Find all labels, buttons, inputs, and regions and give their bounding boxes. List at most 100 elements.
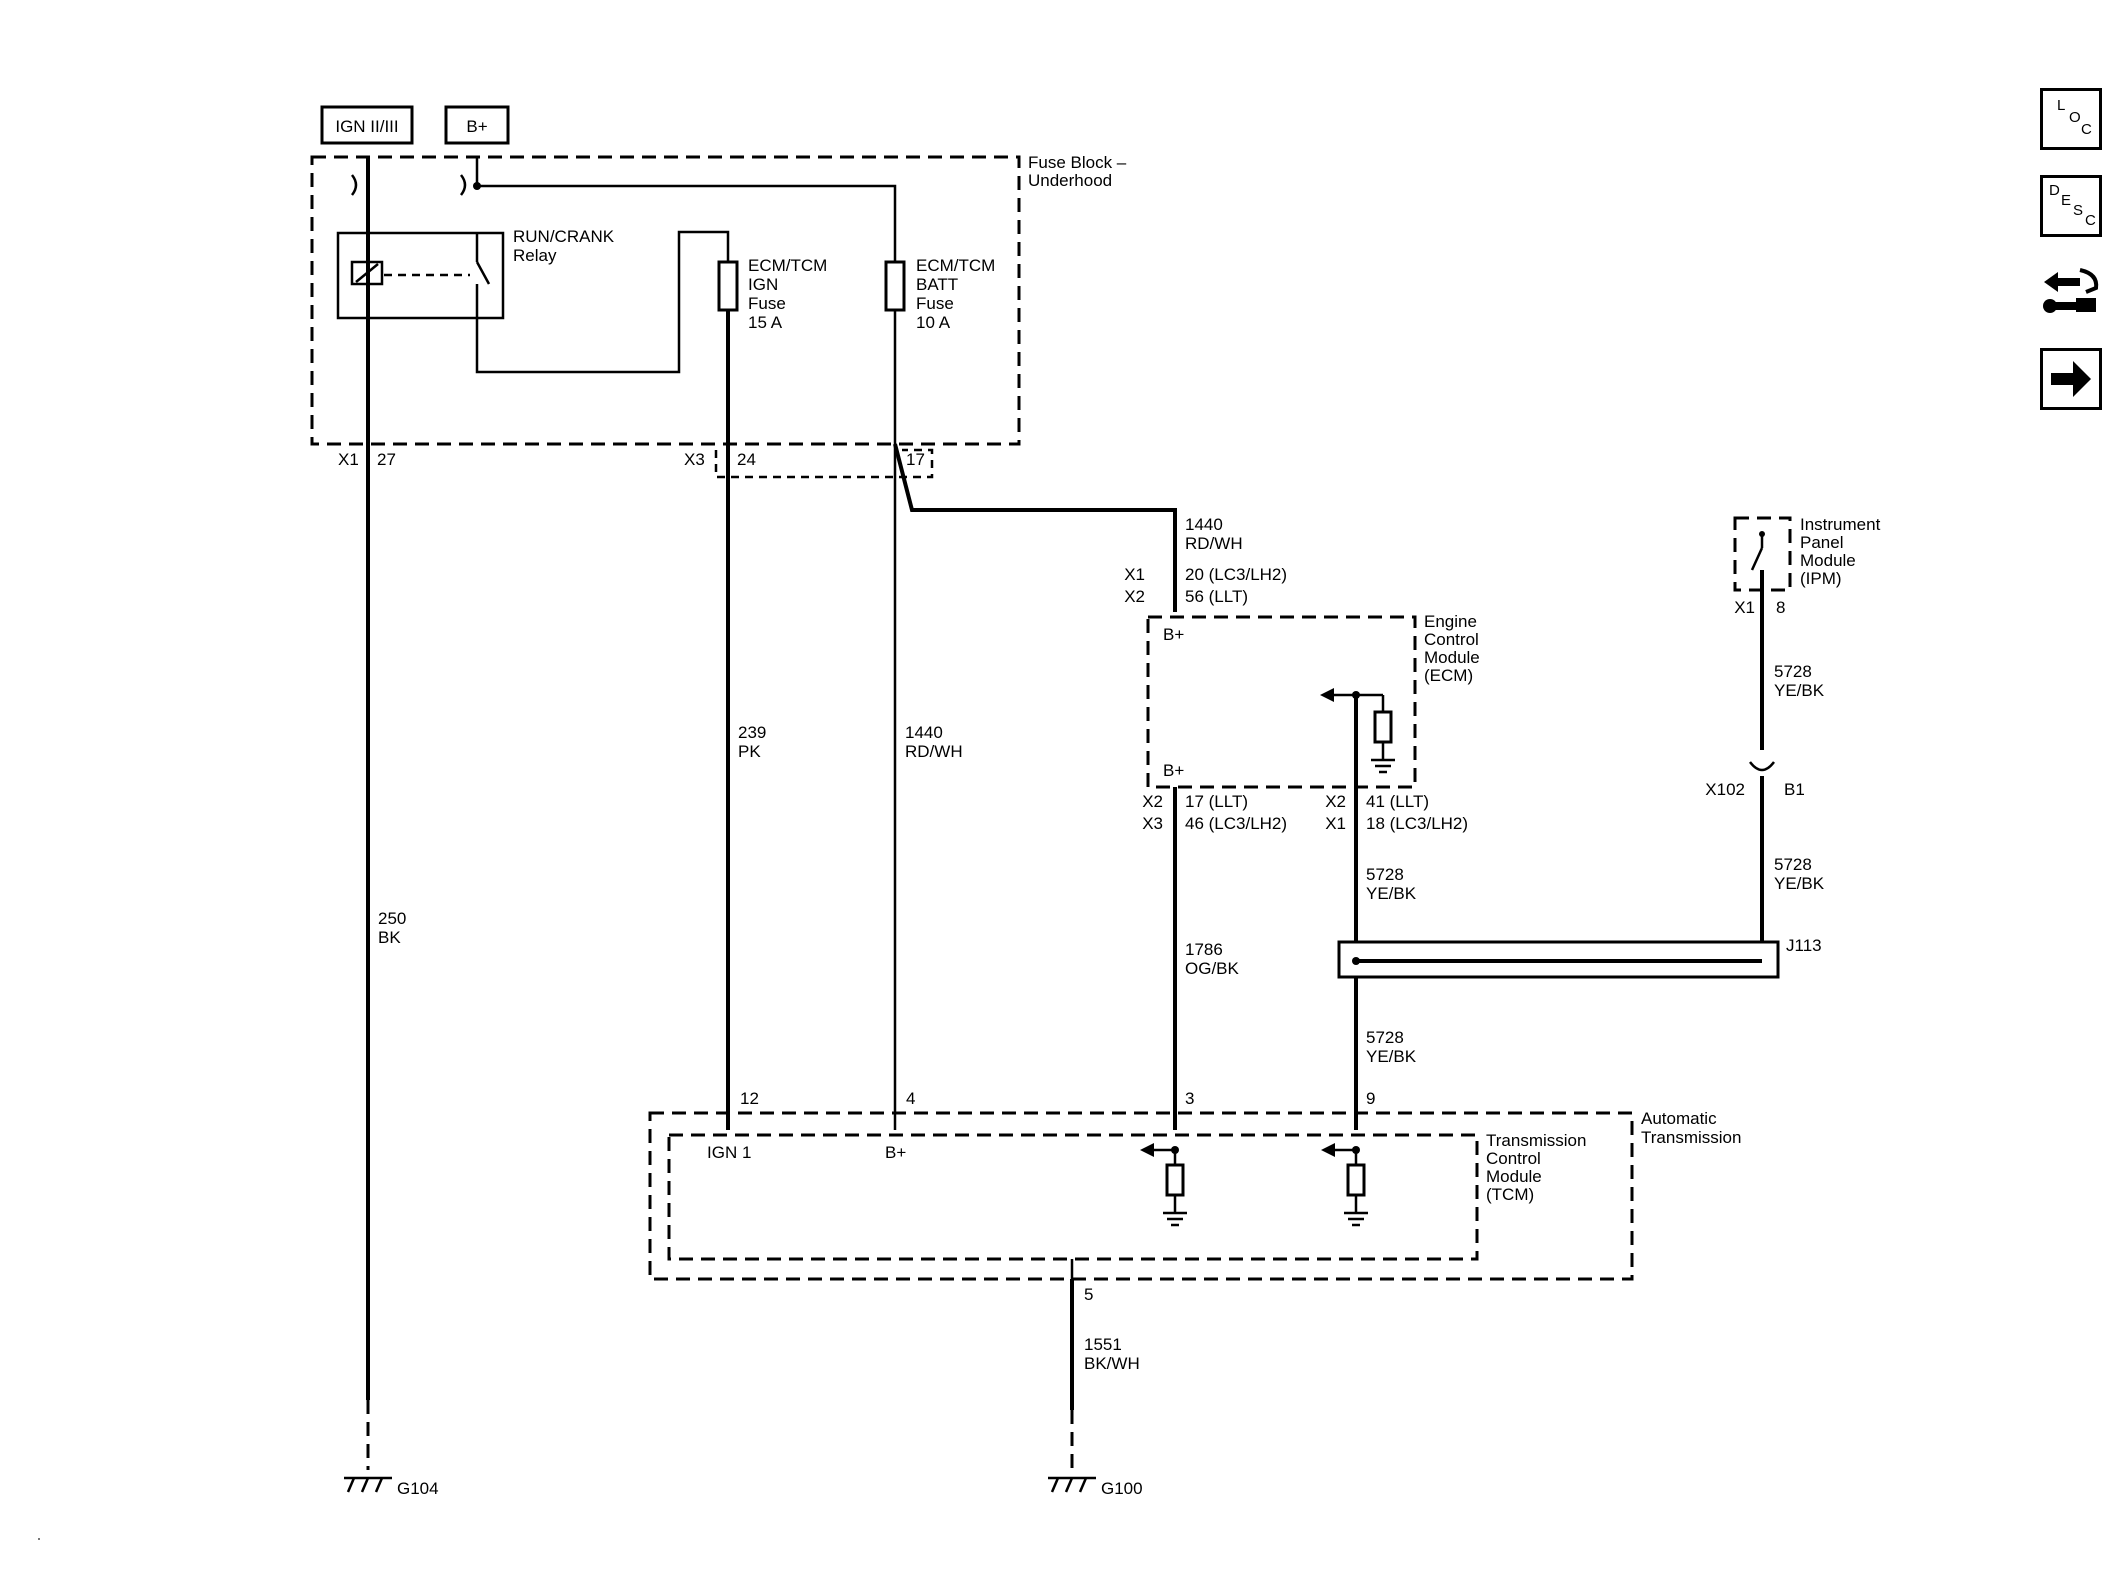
ecm-botr-c1: X2 (1325, 792, 1346, 811)
w1440b-color: RD/WH (905, 742, 963, 761)
pin-x3: X3 (684, 450, 705, 469)
wire-relay-output (475, 230, 730, 374)
tcm-outline (667, 1133, 1479, 1261)
tcm-title-2: Control (1486, 1149, 1541, 1168)
arrow-right-icon[interactable] (2040, 348, 2102, 410)
pin-27: 27 (377, 450, 396, 469)
tcm-pin-3: 3 (1185, 1089, 1194, 1108)
ecm-botr-c2: X1 (1325, 814, 1346, 833)
run-crank-relay (336, 231, 505, 320)
w239-color: PK (738, 742, 761, 761)
pin-24: 24 (737, 450, 756, 469)
ecm-title-4: (ECM) (1424, 666, 1473, 685)
connector-wrench-icon[interactable] (2040, 258, 2102, 320)
loc-icon[interactable]: L O C (2040, 88, 2102, 150)
ipm-conn: X1 (1734, 598, 1755, 617)
w1786-num: 1786 (1185, 940, 1223, 959)
ipm-title-1: Instrument (1800, 515, 1881, 534)
ecm-title-2: Control (1424, 630, 1479, 649)
loc-letter-o: O (2069, 109, 2081, 126)
j113-label: J113 (1786, 936, 1822, 955)
fuse-batt-l3: Fuse (916, 294, 954, 313)
w5728a-num: 5728 (1774, 662, 1812, 681)
ecm-bplus-top: B+ (1163, 625, 1184, 644)
tcm-pin-5: 5 (1084, 1285, 1093, 1304)
w5728d-color: YE/BK (1366, 1047, 1417, 1066)
ecm-botr-p2: 18 (LC3/LH2) (1366, 814, 1468, 833)
relay-switch (475, 261, 491, 285)
ipm-pin: 8 (1776, 598, 1785, 617)
ecm-bplus-bottom: B+ (1163, 761, 1184, 780)
ecm-top-c1: X1 (1124, 565, 1145, 584)
ipm-title-3: Module (1800, 551, 1856, 570)
ipm-title-4: (IPM) (1800, 569, 1842, 588)
desc-letter-c: C (2085, 212, 2096, 229)
tcm-bplus-label: B+ (885, 1143, 906, 1162)
g104-label: G104 (397, 1479, 439, 1498)
fuse-block-title-1: Fuse Block – (1028, 153, 1127, 172)
ecm-botl-p1: 17 (LLT) (1185, 792, 1248, 811)
x3-connector-outline (714, 448, 934, 479)
w1786-color: OG/BK (1185, 959, 1240, 978)
x102-pin: B1 (1784, 780, 1805, 799)
loc-letter-l: L (2057, 97, 2066, 114)
tcm-pin-12: 12 (740, 1089, 759, 1108)
desc-letter-d: D (2049, 182, 2060, 199)
fuse-batt-l2: BATT (916, 275, 958, 294)
tcm-pin-4: 4 (906, 1089, 915, 1108)
ground-g104-symbol (344, 1476, 392, 1493)
desc-icon[interactable]: D E S C (2040, 175, 2102, 237)
tcm-input-pin3 (1140, 1143, 1187, 1227)
ecm-botl-c2: X3 (1142, 814, 1163, 833)
stray-dot (38, 1538, 40, 1540)
desc-letter-s: S (2073, 202, 2084, 219)
w5728a-color: YE/BK (1774, 681, 1825, 700)
w5728d-num: 5728 (1366, 1028, 1404, 1047)
x102-connector (1749, 761, 1775, 772)
w1440a-num: 1440 (1185, 515, 1223, 534)
w1440a-color: RD/WH (1185, 534, 1243, 553)
ecm-top-p2: 56 (LLT) (1185, 587, 1248, 606)
fuse-ign-l2: IGN (748, 275, 778, 294)
bplus-tag (444, 105, 510, 145)
ecm-botr-p1: 41 (LLT) (1366, 792, 1429, 811)
ecm-top-p1: 20 (LC3/LH2) (1185, 565, 1287, 584)
w5728b-color: YE/BK (1366, 884, 1417, 903)
fuse-ign-l4: 15 A (748, 313, 783, 332)
ipm-title-2: Panel (1800, 533, 1843, 552)
tcm-input-pin9 (1321, 1143, 1368, 1227)
ecm-title-1: Engine (1424, 612, 1477, 631)
auto-trans-1: Automatic (1641, 1109, 1717, 1128)
x102-name: X102 (1705, 780, 1745, 799)
w239-num: 239 (738, 723, 766, 742)
relay-label-1: RUN/CRANK (513, 227, 615, 246)
fuse-batt-l1: ECM/TCM (916, 256, 995, 275)
desc-letter-e: E (2061, 192, 2072, 209)
tcm-title-4: (TCM) (1486, 1185, 1534, 1204)
pin-x1: X1 (338, 450, 359, 469)
w5728c-num: 5728 (1774, 855, 1812, 874)
w1440b-num: 1440 (905, 723, 943, 742)
ign-tag-label: IGN II/III (335, 117, 398, 136)
bplus-tag-label: B+ (466, 117, 487, 136)
ground-g100-symbol (1048, 1476, 1096, 1493)
wire-1440-rd-wh-ecm (893, 443, 1177, 612)
w5728c-color: YE/BK (1774, 874, 1825, 893)
ecm-botl-c1: X2 (1142, 792, 1163, 811)
relay-label-2: Relay (513, 246, 557, 265)
ecm-tcm-ign-fuse (717, 260, 739, 312)
ecm-top-c2: X2 (1124, 587, 1145, 606)
ecm-input-arrow (1320, 688, 1334, 702)
tcm-pin-9: 9 (1366, 1089, 1375, 1108)
fuse-ign-l1: ECM/TCM (748, 256, 827, 275)
ecm-botl-p2: 46 (LC3/LH2) (1185, 814, 1287, 833)
tcm-ign1-label: IGN 1 (707, 1143, 751, 1162)
ecm-outline (1146, 615, 1417, 789)
w1551-color: BK/WH (1084, 1354, 1140, 1373)
w1551-num: 1551 (1084, 1335, 1122, 1354)
wire-bplus-feed (475, 157, 897, 1130)
automatic-transmission-outline (648, 1111, 1634, 1281)
auto-trans-2: Transmission (1641, 1128, 1741, 1147)
fuse-batt-l4: 10 A (916, 313, 951, 332)
